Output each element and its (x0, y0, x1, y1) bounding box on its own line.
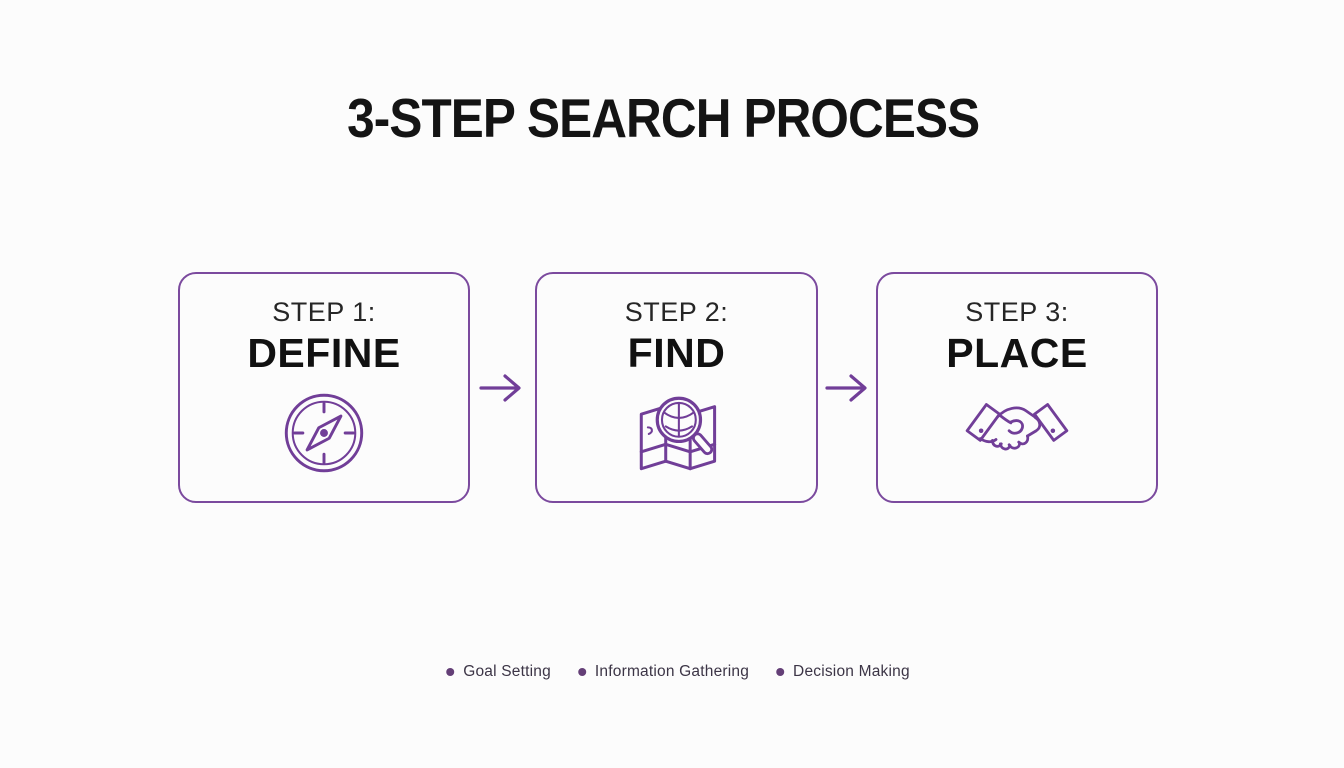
legend-dot-icon (577, 668, 586, 676)
arrow-right-icon (479, 374, 521, 402)
step-icon-wrap (960, 378, 1074, 501)
step-name: DEFINE (247, 330, 401, 377)
step-icon-wrap (278, 378, 370, 501)
step-box-find: STEP 2: FIND (535, 272, 818, 503)
legend-item-goal-setting: Goal Setting (446, 663, 551, 681)
legend-dot-icon (776, 668, 785, 676)
step-label: STEP 3: (965, 297, 1069, 327)
map-search-icon (639, 396, 716, 470)
step-icon-wrap (630, 378, 724, 501)
handshake-icon (965, 403, 1069, 451)
legend-item-decision-making: Decision Making (776, 663, 910, 681)
step-name: FIND (627, 330, 726, 377)
compass-icon (284, 393, 364, 472)
legend-label: Information Gathering (594, 663, 750, 680)
legend-label: Goal Setting (463, 663, 551, 680)
step-box-place: STEP 3: PLACE (876, 272, 1158, 503)
arrow-right-icon (825, 374, 867, 402)
page-title: 3-STEP SEARCH PROCESS (346, 87, 980, 149)
legend: Goal Setting Information Gathering Decis… (446, 663, 910, 681)
step-label: STEP 1: (272, 297, 376, 327)
step-box-define: STEP 1: DEFINE (178, 272, 470, 503)
title-row: 3-STEP SEARCH PROCESS (0, 86, 1326, 150)
legend-item-information-gathering: Information Gathering (577, 663, 750, 681)
step-name: PLACE (946, 330, 1088, 377)
legend-dot-icon (446, 668, 455, 676)
legend-label: Decision Making (793, 663, 910, 680)
step-label: STEP 2: (624, 297, 729, 327)
